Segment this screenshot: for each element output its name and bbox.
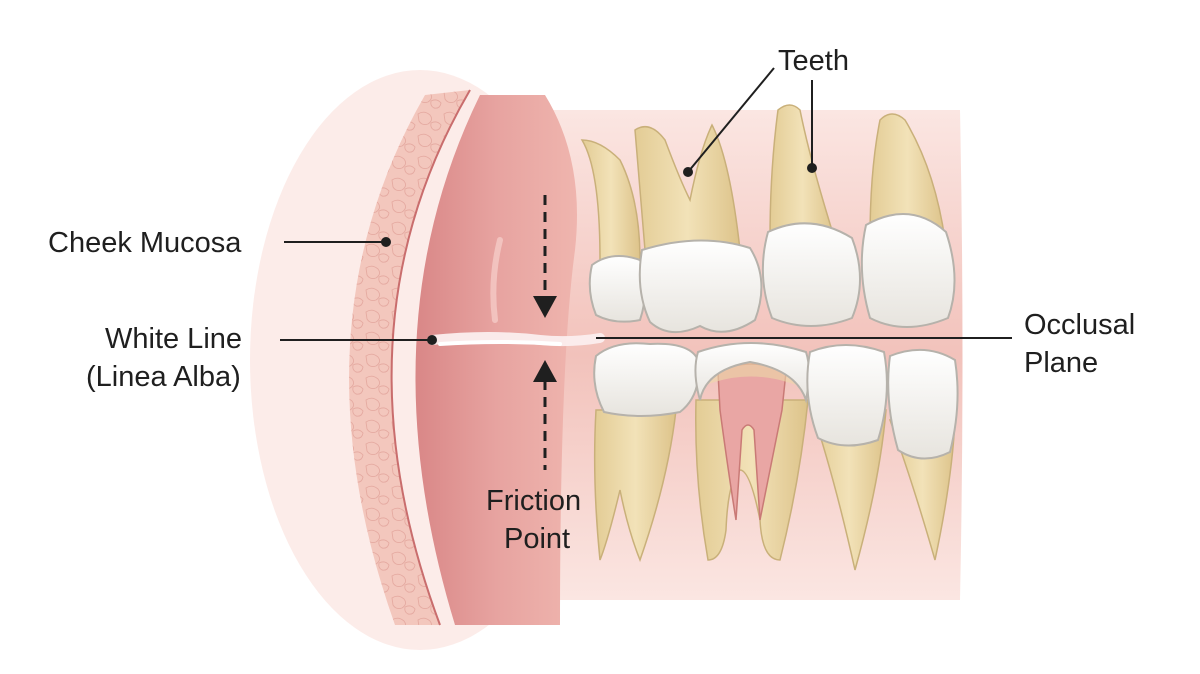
lower-teeth [593, 342, 959, 571]
label-white-line: White Line [105, 323, 242, 355]
leader-lines [280, 67, 817, 345]
label-linea-alba: (Linea Alba) [86, 361, 241, 393]
linea-alba-streak [427, 332, 605, 347]
cheek-mucosa-tissue [349, 89, 471, 626]
labels: Teeth Cheek Mucosa White Line (Linea Alb… [48, 45, 1135, 555]
arrow-down-icon [533, 296, 557, 318]
label-teeth: Teeth [778, 45, 849, 77]
friction-arrows [533, 195, 557, 470]
label-friction: Friction [486, 485, 581, 517]
label-occlusal: Occlusal [1024, 309, 1135, 341]
arrow-up-icon [533, 360, 557, 382]
label-plane: Plane [1024, 347, 1098, 379]
inner-mucosa [415, 95, 577, 625]
label-cheek-mucosa: Cheek Mucosa [48, 227, 242, 259]
upper-teeth [580, 104, 956, 333]
label-point: Point [504, 523, 570, 555]
